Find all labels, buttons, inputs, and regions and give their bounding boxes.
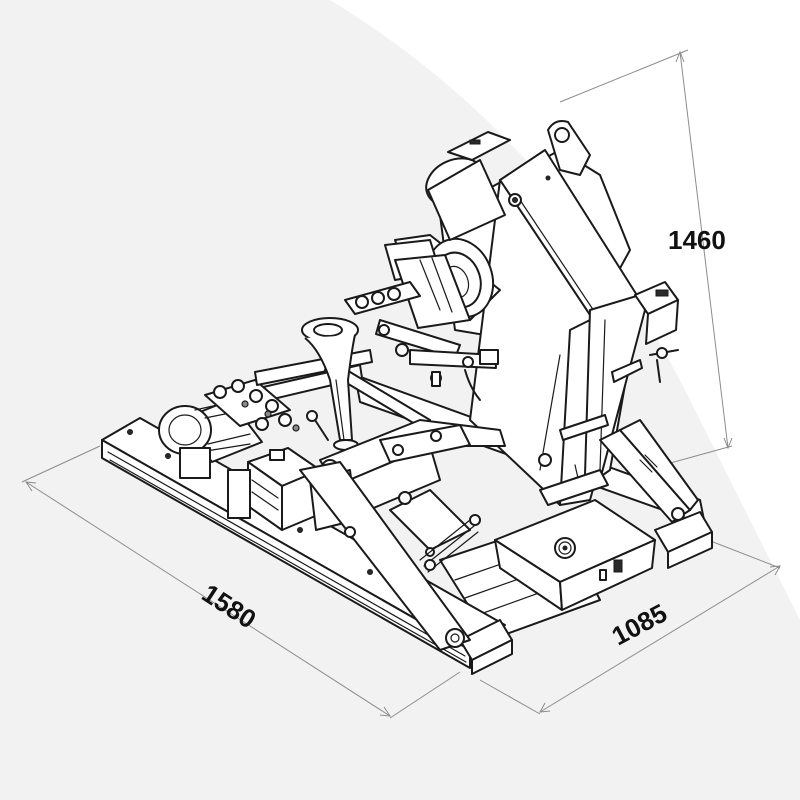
control-box: [634, 281, 679, 383]
dimension-length-lines: [21, 445, 461, 719]
bead-breaker-arm: [299, 410, 506, 651]
tool-arm: [539, 294, 646, 506]
mounting-tool: [301, 317, 359, 451]
dimension-width-lines: [479, 539, 781, 715]
dimension-label-height: 1460: [668, 225, 726, 255]
accessory-box: [494, 499, 656, 611]
hydraulic-valve-block: [204, 379, 300, 432]
wheel-chuck: [384, 157, 506, 329]
clamping-linkage: [344, 281, 499, 401]
rear-support-leg: [599, 419, 699, 523]
